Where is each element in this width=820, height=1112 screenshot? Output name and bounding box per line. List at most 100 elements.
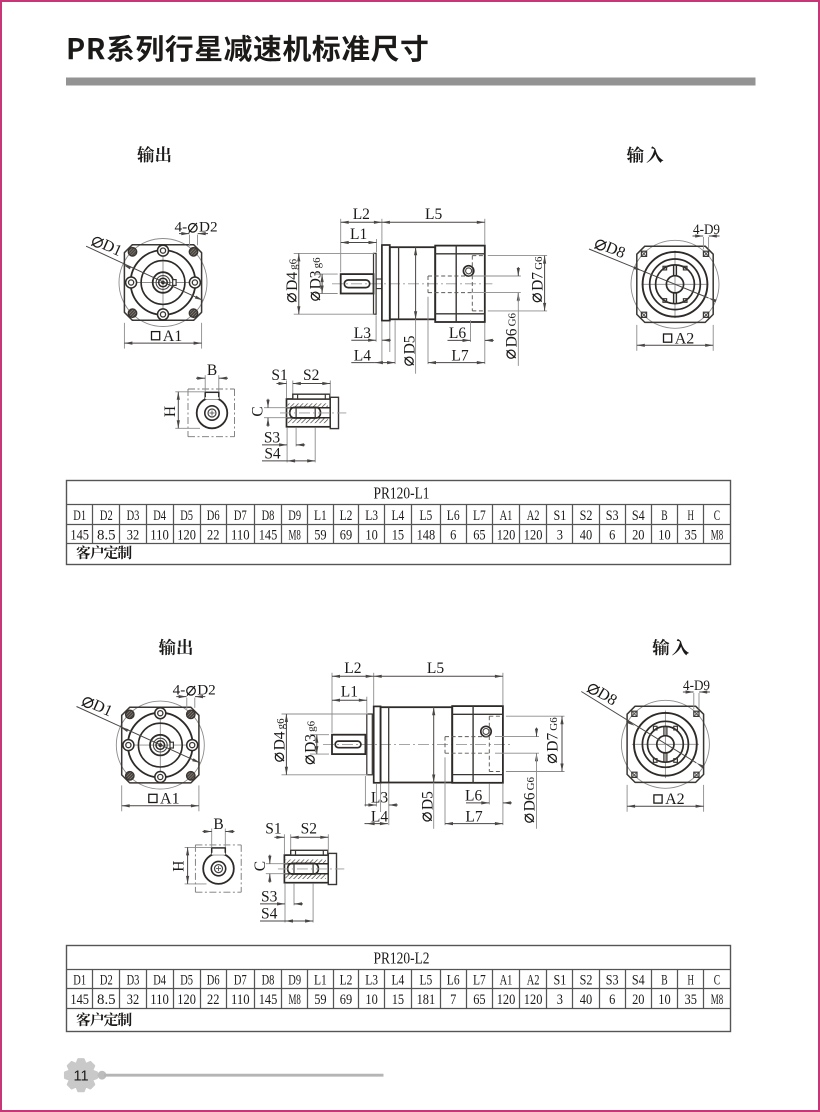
svg-text:H: H (162, 406, 179, 417)
svg-text:6: 6 (450, 527, 457, 543)
svg-text:D2: D2 (199, 219, 218, 236)
svg-text:L7: L7 (451, 347, 468, 364)
svg-text:35: 35 (685, 527, 697, 543)
svg-text:M8: M8 (711, 992, 723, 1008)
svg-text:10: 10 (658, 527, 670, 543)
svg-text:S3: S3 (261, 889, 278, 906)
svg-text:A2: A2 (527, 508, 540, 524)
svg-text:120: 120 (524, 992, 543, 1008)
svg-text:D6: D6 (207, 508, 220, 524)
svg-text:D2: D2 (100, 508, 113, 524)
svg-text:65: 65 (473, 992, 485, 1008)
svg-text:S2: S2 (580, 508, 593, 524)
svg-text:110: 110 (231, 527, 250, 543)
svg-text:D9: D9 (288, 508, 301, 524)
svg-text:S4: S4 (264, 446, 281, 463)
svg-text:A2: A2 (665, 791, 685, 808)
svg-text:22: 22 (207, 992, 219, 1008)
svg-text:L1: L1 (341, 684, 358, 701)
svg-text:D3: D3 (308, 270, 325, 289)
svg-text:S2: S2 (303, 367, 319, 384)
svg-text:D3: D3 (127, 972, 140, 988)
svg-text:L6: L6 (447, 972, 460, 988)
svg-text:L2: L2 (340, 972, 353, 988)
svg-text:g6: g6 (306, 720, 318, 732)
svg-text:8.5: 8.5 (97, 527, 116, 543)
svg-text:L2: L2 (340, 508, 353, 524)
svg-text:S4: S4 (261, 906, 278, 923)
svg-text:L4: L4 (371, 808, 388, 825)
svg-text:L3: L3 (354, 325, 371, 342)
svg-text:181: 181 (417, 992, 436, 1008)
svg-text:20: 20 (632, 992, 644, 1008)
svg-text:B: B (207, 362, 217, 379)
svg-text:L4: L4 (392, 972, 405, 988)
svg-text:D7: D7 (234, 508, 247, 524)
svg-text:D4: D4 (272, 731, 289, 750)
svg-text:145: 145 (70, 527, 89, 543)
svg-text:g6: g6 (287, 258, 299, 270)
svg-text:D7: D7 (545, 733, 562, 752)
svg-text:10: 10 (658, 992, 670, 1008)
svg-text:S1: S1 (265, 821, 281, 838)
svg-text:120: 120 (524, 527, 543, 543)
svg-text:110: 110 (231, 992, 250, 1008)
svg-text:D4: D4 (153, 972, 166, 988)
svg-text:B: B (661, 972, 667, 988)
svg-text:65: 65 (473, 527, 485, 543)
svg-text:L2: L2 (344, 660, 361, 677)
svg-text:C: C (249, 406, 266, 416)
svg-text:L1: L1 (314, 508, 327, 524)
svg-text:L6: L6 (465, 788, 482, 805)
svg-text:PR120-L1: PR120-L1 (374, 483, 430, 502)
svg-text:D9: D9 (288, 972, 301, 988)
svg-text:PR120-L2: PR120-L2 (374, 948, 430, 967)
svg-text:D5: D5 (180, 508, 193, 524)
svg-text:H: H (170, 860, 187, 871)
svg-text:3: 3 (557, 992, 563, 1008)
svg-text:G6: G6 (525, 776, 537, 790)
svg-text:C: C (252, 861, 269, 871)
svg-text:S1: S1 (554, 508, 567, 524)
svg-text:S4: S4 (632, 972, 645, 988)
svg-text:H: H (688, 508, 694, 524)
svg-text:B: B (661, 508, 667, 524)
svg-text:69: 69 (340, 527, 352, 543)
svg-text:A2: A2 (527, 972, 540, 988)
svg-text:D6: D6 (503, 328, 520, 347)
svg-text:145: 145 (259, 527, 278, 543)
svg-text:G6: G6 (533, 256, 545, 270)
svg-text:g6: g6 (311, 257, 323, 269)
svg-text:g6: g6 (275, 718, 287, 730)
svg-text:A1: A1 (500, 508, 513, 524)
svg-text:110: 110 (150, 527, 169, 543)
svg-text:35: 35 (685, 992, 697, 1008)
svg-text:D8: D8 (262, 972, 275, 988)
svg-text:L5: L5 (427, 660, 444, 677)
svg-text:L6: L6 (449, 325, 466, 342)
svg-text:L7: L7 (473, 972, 486, 988)
svg-text:6: 6 (609, 527, 616, 543)
svg-text:4-D9: 4-D9 (683, 677, 710, 694)
svg-text:D1: D1 (73, 508, 86, 524)
svg-text:148: 148 (417, 527, 436, 543)
svg-text:L5: L5 (425, 206, 442, 223)
svg-text:D1: D1 (100, 237, 125, 261)
svg-text:15: 15 (392, 527, 404, 543)
svg-text:S3: S3 (606, 972, 619, 988)
svg-text:S1: S1 (554, 972, 567, 988)
svg-text:D6: D6 (522, 792, 539, 811)
svg-text:D1: D1 (73, 972, 86, 988)
svg-text:145: 145 (259, 992, 278, 1008)
svg-text:40: 40 (580, 992, 592, 1008)
svg-text:C: C (714, 508, 720, 524)
svg-text:D1: D1 (90, 697, 115, 721)
svg-text:G6: G6 (548, 717, 560, 731)
svg-text:A1: A1 (160, 791, 180, 808)
svg-text:A1: A1 (163, 328, 183, 345)
svg-text:D4: D4 (153, 508, 166, 524)
svg-text:40: 40 (580, 527, 592, 543)
svg-text:G6: G6 (507, 312, 519, 326)
svg-text:H: H (688, 972, 694, 988)
svg-text:L3: L3 (365, 508, 378, 524)
